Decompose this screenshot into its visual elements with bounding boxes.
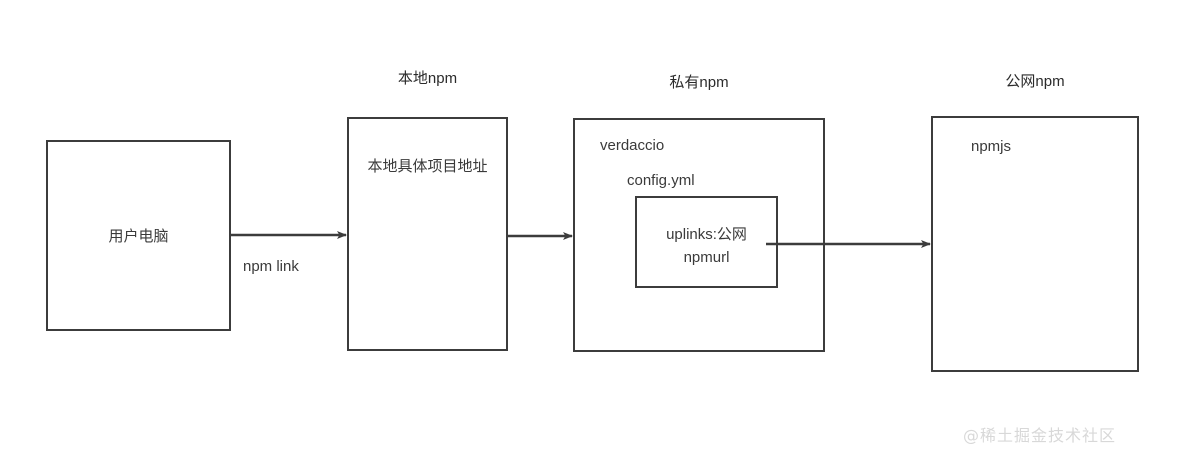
caption-public-npm: 公网npm <box>1005 73 1065 90</box>
edge-label-npm-link: npm link <box>243 258 299 275</box>
watermark: @稀土掘金技术社区 <box>963 426 1117 445</box>
node-npmjs[interactable] <box>931 116 1139 372</box>
node-verdaccio-label: verdaccio <box>600 137 665 154</box>
node-verdaccio-config-label: config.yml <box>627 172 695 189</box>
node-uplinks[interactable] <box>635 196 778 288</box>
node-npmjs-label: npmjs <box>971 138 1012 155</box>
node-verdaccio[interactable] <box>573 118 825 352</box>
node-local-project-label: 本地具体项目地址 <box>367 158 488 175</box>
node-local-project[interactable] <box>347 117 508 351</box>
node-uplinks-label-line2: npmurl <box>683 249 730 266</box>
node-user-computer[interactable] <box>46 140 231 331</box>
caption-private-npm: 私有npm <box>669 74 729 91</box>
node-uplinks-label-line1: uplinks:公网 <box>666 226 747 243</box>
node-user-computer-label: 用户电脑 <box>108 228 169 245</box>
caption-local-npm: 本地npm <box>397 70 458 87</box>
